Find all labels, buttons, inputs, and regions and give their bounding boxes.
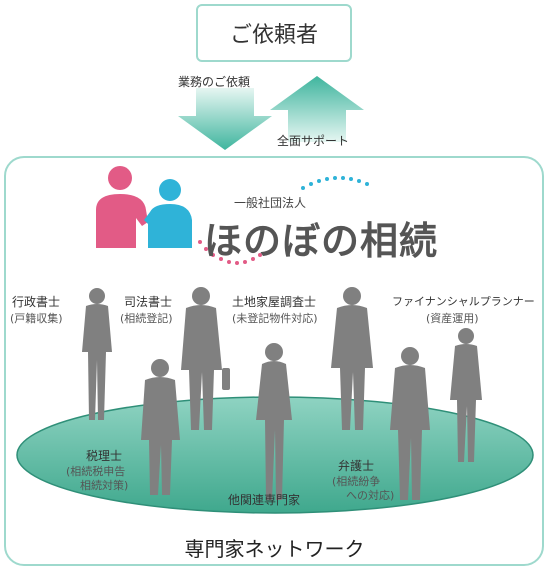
expert-detail-zeirishi-1: (相続税申告 (66, 465, 126, 478)
logo-org-type: 一般社団法人 (234, 196, 307, 210)
logo-dots-top (301, 176, 369, 190)
expert-title-gyosei: 行政書士 (12, 295, 61, 309)
silhouette-woman-right (450, 328, 482, 462)
expert-detail-fp: (資産運用) (426, 312, 479, 325)
logo-graphic (96, 166, 369, 265)
silhouette-woman-center (256, 343, 292, 500)
expert-title-fp: ファイナンシャルプランナー (392, 295, 535, 308)
expert-detail-bengoshi-1: (相続紛争 (332, 475, 381, 488)
expert-detail-zeirishi-2: 相続対策) (80, 479, 129, 492)
logo-blue-person-head (159, 179, 181, 201)
flow-arrows (178, 76, 364, 150)
expert-detail-gyosei: (戸籍収集) (10, 312, 63, 325)
expert-detail-bengoshi-2: への対応) (346, 489, 395, 502)
expert-detail-tochikaoku: (未登記物件対応) (232, 312, 318, 325)
silhouette-man-right-center (331, 287, 373, 430)
silhouette-man-center-left (141, 359, 180, 495)
logo-pink-person-body (96, 194, 148, 248)
logo-dots-bottom (198, 240, 262, 265)
up-arrow (270, 76, 364, 142)
expert-title-zeirishi: 税理士 (86, 449, 123, 463)
client-label: ご依頼者 (229, 23, 318, 48)
expert-detail-shiho: (相続登記) (120, 312, 173, 325)
expert-title-bengoshi: 弁護士 (338, 459, 375, 473)
logo-pink-person-head (108, 166, 132, 190)
expert-title-shiho: 司法書士 (124, 295, 173, 309)
logo-name: ほのぼの相続 (204, 219, 439, 263)
logo-blue-person-body (144, 204, 192, 248)
expert-title-others: 他関連専門家 (228, 493, 301, 507)
silhouette-woman-left (82, 288, 112, 420)
expert-title-tochikaoku: 土地家屋調査士 (232, 295, 317, 309)
silhouette-man-tall (181, 287, 230, 430)
request-label: 業務のご依頼 (178, 75, 251, 89)
network-label: 専門家ネットワーク (184, 537, 365, 561)
silhouette-man-right (390, 347, 430, 500)
client-box: ご依頼者 (196, 4, 352, 62)
down-arrow (178, 88, 272, 150)
support-label: 全面サポート (277, 134, 350, 148)
